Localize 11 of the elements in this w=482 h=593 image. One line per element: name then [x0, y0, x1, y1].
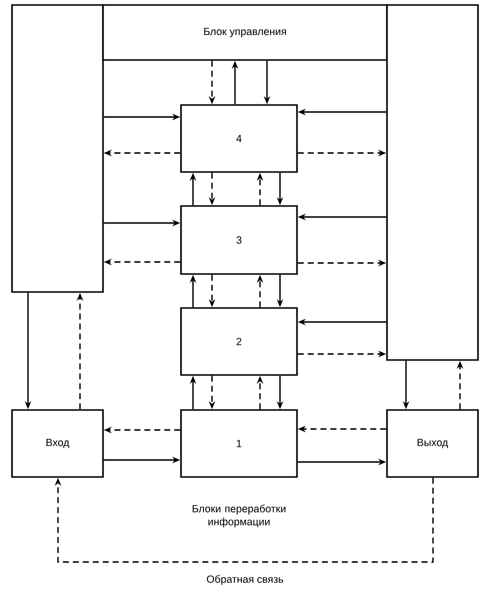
process-box: Блок управления	[102, 4, 388, 61]
edge-label: Обратная связь	[205, 574, 285, 586]
process-box: 2	[180, 307, 298, 376]
process-box	[11, 4, 104, 293]
dashed-arrow	[54, 478, 434, 563]
process-box: 4	[180, 104, 298, 173]
process-box: Выход	[386, 409, 479, 478]
caption: Блоки переработки информации	[192, 504, 286, 528]
process-box: 3	[180, 205, 298, 275]
process-box: 1	[180, 409, 298, 478]
process-box: Вход	[11, 409, 104, 478]
